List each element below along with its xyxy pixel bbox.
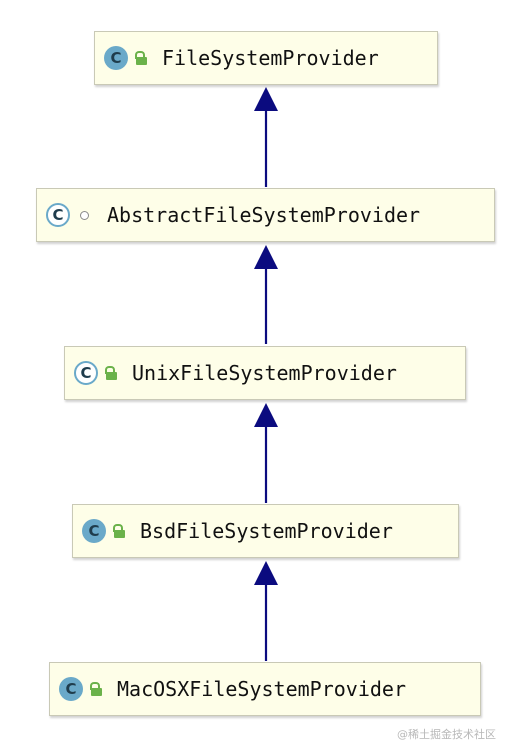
abstract-class-icon: C bbox=[46, 203, 70, 227]
abstract-class-icon: C bbox=[74, 361, 98, 385]
class-node-abstractfilesystemprovider[interactable]: C AbstractFileSystemProvider bbox=[36, 188, 495, 242]
class-name: FileSystemProvider bbox=[162, 46, 379, 70]
class-node-bsdfilesystemprovider[interactable]: C BsdFileSystemProvider bbox=[72, 504, 459, 558]
class-node-macosxfilesystemprovider[interactable]: C MacOSXFileSystemProvider bbox=[49, 662, 481, 716]
inheritance-arrow-ufsp-to-afsp bbox=[254, 245, 278, 344]
class-name: AbstractFileSystemProvider bbox=[107, 203, 421, 227]
class-name: BsdFileSystemProvider bbox=[140, 519, 393, 543]
class-node-filesystemprovider[interactable]: C FileSystemProvider bbox=[94, 31, 438, 85]
watermark: @稀土掘金技术社区 bbox=[397, 728, 496, 741]
public-lock-icon bbox=[134, 50, 148, 66]
inheritance-arrow-mfsp-to-bfsp bbox=[254, 561, 278, 661]
class-node-unixfilesystemprovider[interactable]: C UnixFileSystemProvider bbox=[64, 346, 466, 400]
public-lock-icon bbox=[112, 523, 126, 539]
inheritance-arrow-afsp-to-fsp bbox=[254, 87, 278, 187]
class-name: UnixFileSystemProvider bbox=[132, 361, 397, 385]
class-icon: C bbox=[82, 519, 106, 543]
class-name: MacOSXFileSystemProvider bbox=[117, 677, 406, 701]
public-lock-icon bbox=[89, 681, 103, 697]
inheritance-arrow-bfsp-to-ufsp bbox=[254, 403, 278, 503]
package-private-icon bbox=[80, 210, 89, 220]
class-icon: C bbox=[59, 677, 83, 701]
class-icon: C bbox=[104, 46, 128, 70]
public-lock-icon bbox=[104, 365, 118, 381]
